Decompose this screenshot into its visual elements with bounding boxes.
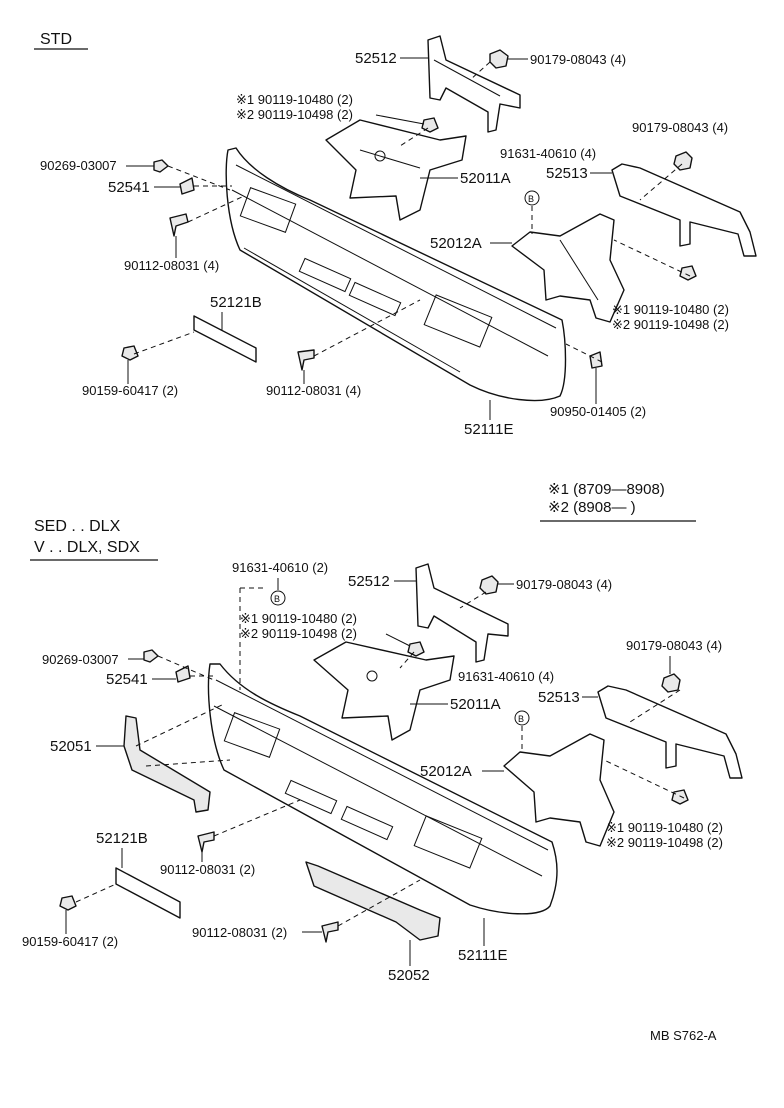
label-bolt1-bottom: ※1 90119-10480 (2)	[240, 611, 357, 626]
label-90112-b: 90112-08031 (2)	[192, 925, 287, 940]
label-bolt2-bottom-right: ※2 90119-10498 (2)	[606, 835, 723, 850]
bolt-90119-bottom-icon	[407, 641, 425, 657]
bolt-90119-bottom-right-icon	[671, 789, 689, 805]
bolt-90119-right-icon	[679, 265, 697, 281]
bumper-52111e-top	[225, 147, 567, 402]
label-bolt2-bottom: ※2 90119-10498 (2)	[240, 626, 357, 641]
label-90269-bottom: 90269-03007	[42, 652, 119, 667]
circle-b-bottom-right	[514, 710, 530, 726]
plate-52121b-bottom	[115, 867, 181, 919]
bracket-52512-top	[427, 35, 521, 133]
label-52121b-top: 52121B	[210, 294, 262, 311]
legend-note1: ※1 (8709—8908)	[548, 481, 665, 498]
label-bolt2-right: ※2 90119-10498 (2)	[612, 317, 729, 332]
label-bolt2-top: ※2 90119-10498 (2)	[236, 107, 353, 122]
label-52012a-top: 52012A	[430, 235, 482, 252]
guides-bottom	[75, 587, 685, 927]
circle-b-bottom-left-label: B	[274, 594, 280, 604]
sed-header-1: SED . . DLX	[34, 518, 121, 535]
bracket-52012a-top	[511, 213, 625, 323]
label-52111e-bottom: 52111E	[458, 947, 508, 964]
legend-note2: ※2 (8908— )	[548, 499, 636, 516]
label-52513-top: 52513	[546, 165, 588, 182]
label-90269-top: 90269-03007	[40, 158, 117, 173]
guard-52052	[305, 861, 441, 941]
label-52111e-top: 52111E	[464, 421, 514, 438]
label-52513-bottom: 52513	[538, 689, 580, 706]
circle-b-top-label: B	[528, 194, 534, 204]
label-52011a-bottom: 52011A	[450, 696, 501, 713]
clip-52541-icon	[179, 177, 195, 195]
sed-header-2: V . . DLX, SDX	[34, 539, 140, 556]
label-52011a-top: 52011A	[460, 170, 511, 187]
label-52121b-bottom: 52121B	[96, 830, 148, 847]
bracket-52513-bottom	[597, 685, 743, 779]
label-52541-top: 52541	[108, 179, 150, 196]
rivet-90112-mid-icon	[297, 349, 315, 371]
nut-90179-bottom-right-icon	[661, 673, 681, 693]
nut-90179-icon	[489, 49, 509, 69]
label-90179-bottom-right: 90179-08043 (4)	[626, 638, 722, 653]
label-91631-bottom-right: 91631-40610 (4)	[458, 669, 554, 684]
label-90112-a: 90112-08031 (2)	[160, 862, 255, 877]
label-91631-top: 91631-40610 (4)	[500, 146, 596, 161]
label-90159-bottom: 90159-60417 (2)	[22, 934, 118, 949]
label-52541-bottom: 52541	[106, 671, 148, 688]
circle-b-top	[524, 190, 540, 206]
screw-90159-bottom-icon	[59, 895, 77, 911]
bolt-90119-top-icon	[421, 117, 439, 133]
label-bolt1-top: ※1 90119-10480 (2)	[236, 92, 353, 107]
bumper-52111e-bottom	[207, 663, 558, 915]
screw-90269-bottom-icon	[143, 649, 159, 663]
screw-90159-icon	[121, 345, 139, 361]
bracket-52512-bottom	[415, 563, 509, 663]
screw-90269-icon	[153, 159, 169, 173]
bracket-52011a-bottom	[313, 641, 455, 741]
label-90112-mid: 90112-08031 (4)	[266, 383, 361, 398]
label-90112-left: 90112-08031 (4)	[124, 258, 219, 273]
circle-b-bottom-right-label: B	[518, 714, 524, 724]
nut-90179-right-icon	[673, 151, 693, 171]
circle-b-bottom-left	[270, 590, 286, 606]
label-52012a-bottom: 52012A	[420, 763, 472, 780]
plate-52121b-top	[193, 315, 257, 363]
bracket-52513-top	[611, 163, 757, 257]
rivet-90112-left-icon	[169, 213, 189, 237]
label-bolt1-right: ※1 90119-10480 (2)	[612, 302, 729, 317]
label-91631-bottom-left: 91631-40610 (2)	[232, 560, 328, 575]
label-90950: 90950-01405 (2)	[550, 404, 646, 419]
label-bolt1-bottom-right: ※1 90119-10480 (2)	[606, 820, 723, 835]
bracket-52012a-bottom	[503, 733, 615, 847]
label-52512-top: 52512	[355, 50, 397, 67]
label-52052: 52052	[388, 967, 430, 984]
bracket-52011a-top	[325, 119, 467, 221]
plug-90950-icon	[589, 351, 603, 369]
rivet-90112-a-icon	[197, 831, 215, 853]
label-90179-right: 90179-08043 (4)	[632, 120, 728, 135]
nut-90179-bottom-icon	[479, 575, 499, 595]
guides-top	[133, 61, 691, 363]
guard-52051	[123, 715, 211, 813]
clip-52541-bottom-icon	[175, 665, 191, 683]
label-52051: 52051	[50, 738, 92, 755]
label-nut-bottom: 90179-08043 (4)	[516, 577, 612, 592]
footer-code: MB S762-A	[650, 1028, 717, 1043]
label-52512-bottom: 52512	[348, 573, 390, 590]
std-header: STD	[40, 31, 72, 48]
label-nut-top: 90179-08043 (4)	[530, 52, 626, 67]
rivet-90112-b-icon	[321, 921, 339, 943]
label-90159-top: 90159-60417 (2)	[82, 383, 178, 398]
